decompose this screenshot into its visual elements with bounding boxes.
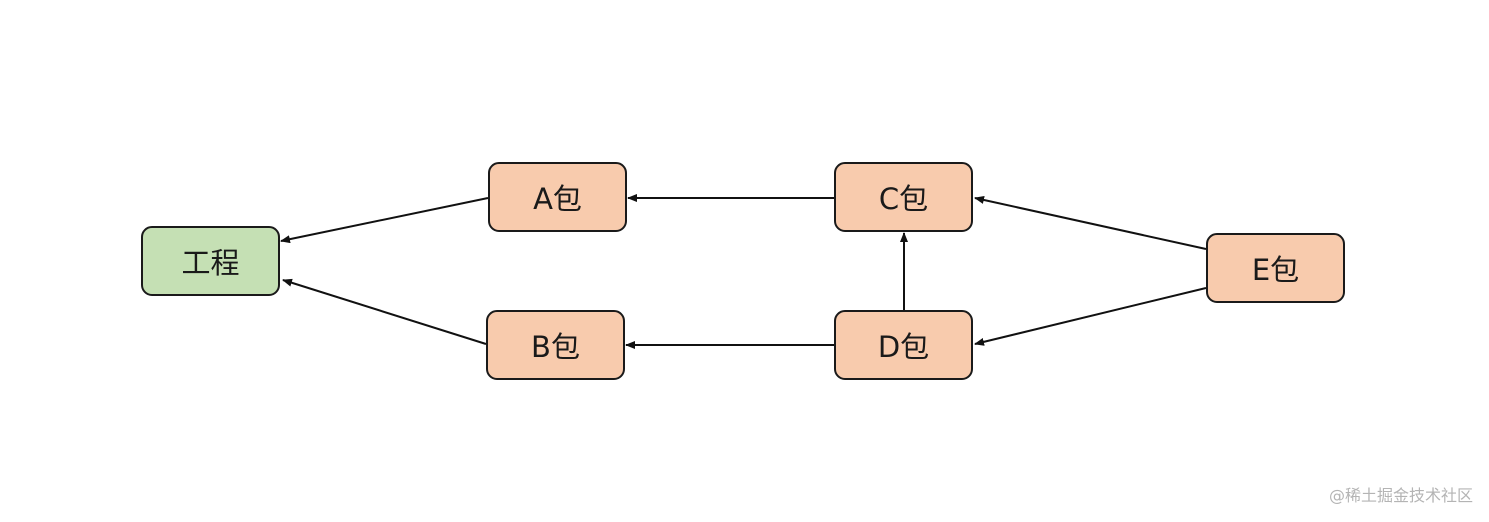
arrow-b-to-project	[282, 278, 487, 345]
node-package-c-label: C包	[878, 182, 929, 216]
node-package-e-label: E包	[1251, 253, 1300, 287]
node-package-d-label: D包	[877, 330, 930, 364]
node-package-e: E包	[1206, 233, 1345, 303]
arrow-e-to-d	[974, 287, 1207, 346]
node-package-c: C包	[834, 162, 973, 232]
watermark: @稀土掘金技术社区	[1328, 486, 1473, 505]
node-package-a-label: A包	[533, 182, 582, 216]
arrow-e-to-c	[974, 196, 1207, 250]
node-project: 工程	[141, 226, 280, 296]
node-package-d: D包	[834, 310, 973, 380]
arrow-a-to-project	[280, 197, 489, 244]
node-package-b: B包	[486, 310, 625, 380]
node-package-b-label: B包	[531, 330, 580, 364]
node-package-a: A包	[488, 162, 627, 232]
node-project-label: 工程	[181, 246, 240, 280]
